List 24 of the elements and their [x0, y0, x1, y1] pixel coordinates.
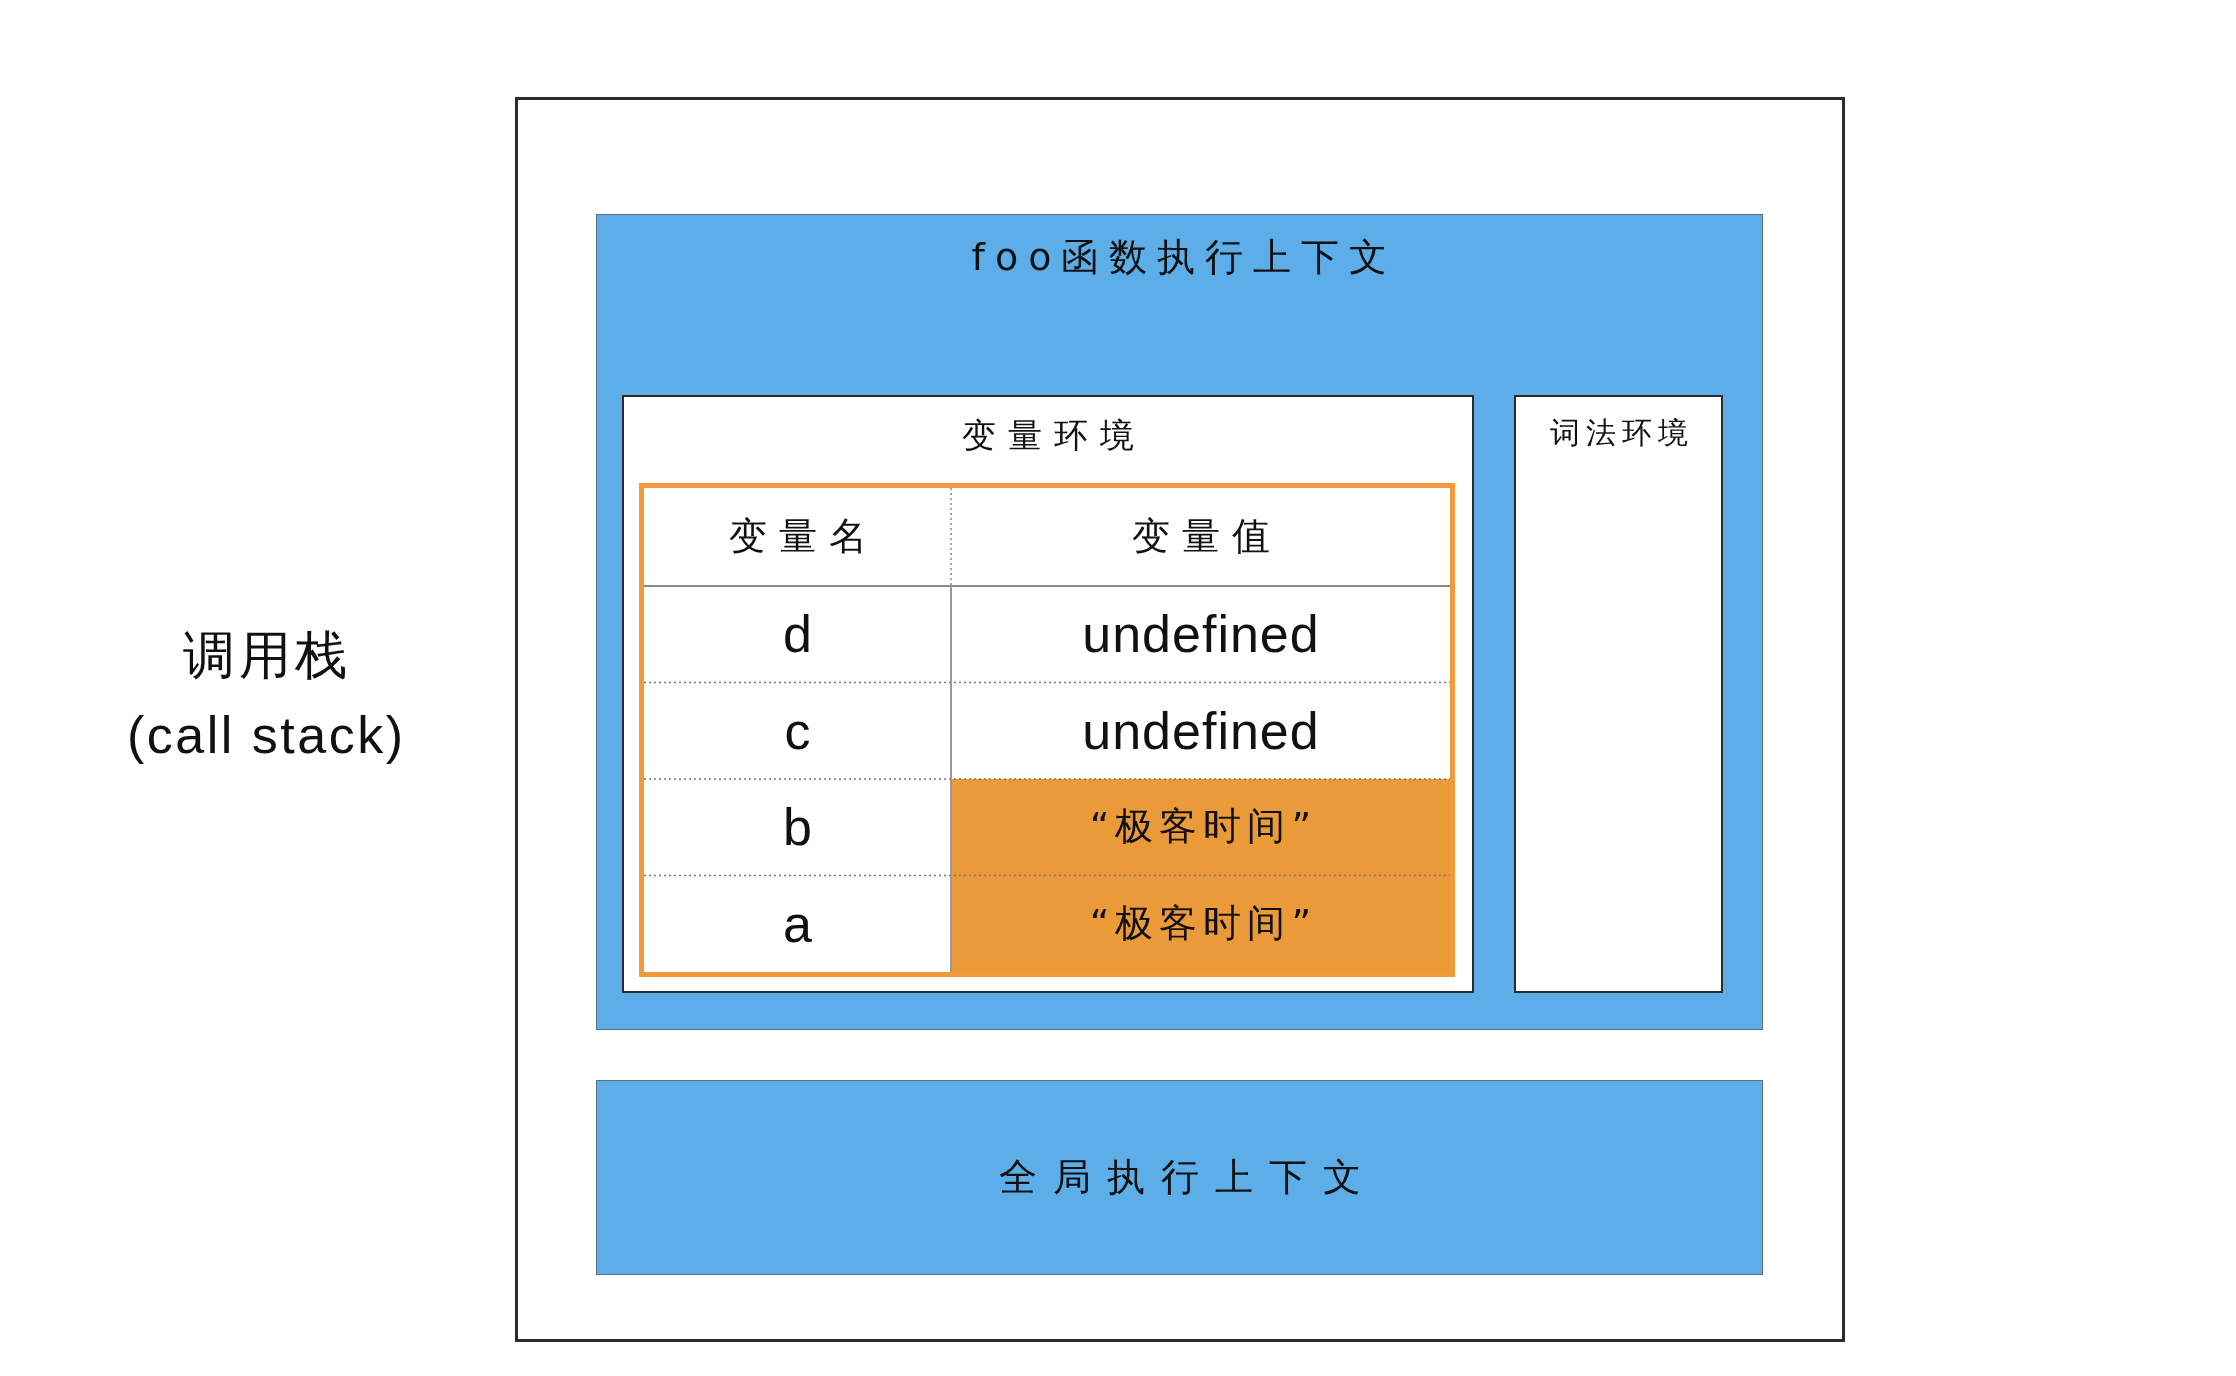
- variable-value: “极客时间”: [1088, 900, 1318, 947]
- variable-name: d: [782, 604, 813, 666]
- column-header: 变量值: [1130, 514, 1282, 560]
- panel-title: 词法环境: [1548, 415, 1694, 451]
- call-stack-frame: [515, 97, 1845, 1342]
- variable-value: “极客时间”: [1088, 804, 1318, 851]
- context-title: foo函数执行上下文: [970, 235, 1398, 281]
- execution-context-panel: [596, 214, 1763, 1030]
- lexical-environment-panel: [1514, 395, 1723, 993]
- variable-name: b: [782, 797, 813, 859]
- panel-title: 变量环境: [961, 415, 1146, 456]
- global-context-panel: [596, 1080, 1763, 1275]
- highlighted-value-cell: [951, 875, 1450, 972]
- stack-label: 调用栈: [182, 623, 351, 687]
- variable-name: a: [782, 893, 813, 955]
- variable-name: c: [783, 700, 812, 762]
- variable-environment-panel: [622, 395, 1474, 993]
- stack-label-english: (call stack): [126, 704, 406, 766]
- variable-table: [639, 483, 1455, 977]
- column-header: 变量名: [727, 514, 879, 560]
- variable-value: undefined: [1081, 700, 1320, 762]
- context-title: 全局执行上下文: [997, 1154, 1377, 1201]
- highlighted-value-cell: [951, 779, 1450, 876]
- variable-value: undefined: [1081, 604, 1320, 666]
